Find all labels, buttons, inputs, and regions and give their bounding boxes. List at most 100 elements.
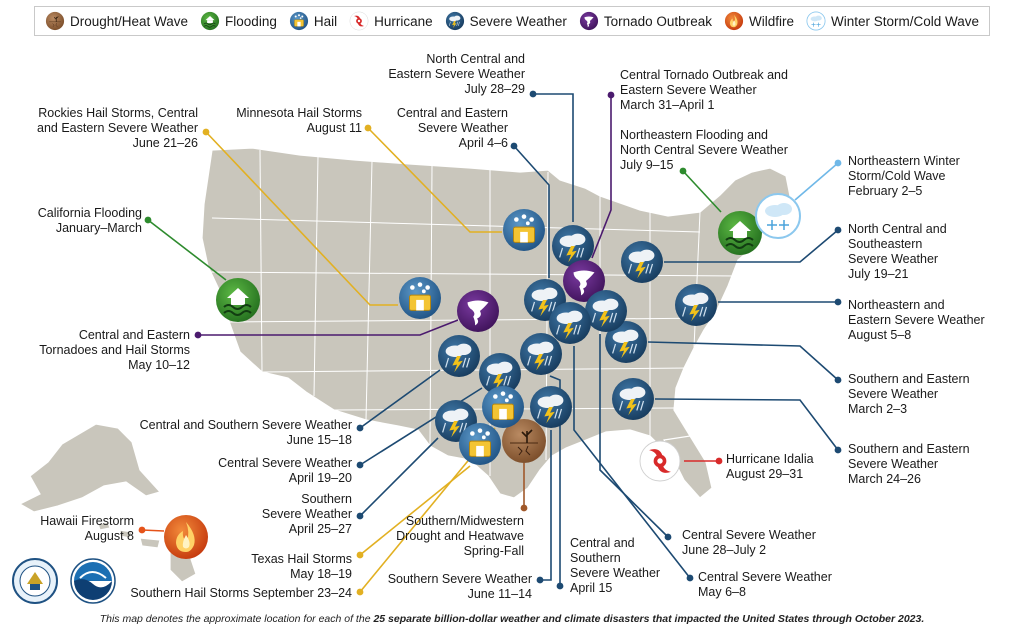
leader-dot-southern-and-eastern-severe-weather-march-24 [834,446,842,454]
winter-storm-icon [806,11,826,31]
event-label-line: and Eastern Severe Weather [37,121,198,135]
marker-central-severe-weather-june-july[interactable] [585,290,627,332]
leader-dot-northeastern-and-eastern-severe-weather [834,298,842,306]
leader-dot-central-severe-weather-may [686,574,694,582]
legend-label: Hail [313,13,338,29]
event-label-line: Severe Weather [417,121,508,135]
event-label-line: Central Severe Weather [218,456,352,470]
event-label-line: North Central and [426,52,525,66]
event-label-southern-hail-storms[interactable]: Southern Hail Storms September 23–24 [112,586,352,601]
leader-dot-north-central-and-eastern-severe-weather [529,90,537,98]
event-label-line: June 28–July 2 [682,543,767,557]
leader-dot-central-severe-weather-june-july [664,533,672,541]
marker-hawaii-firestorm[interactable] [164,515,208,559]
marker-central-and-eastern-tornadoes-and-hail-storms[interactable] [457,290,499,332]
event-label-line: April 25–27 [288,522,352,536]
event-label-line: Southern/Midwestern [405,514,524,528]
event-label-line: August 29–31 [726,467,804,481]
marker-northeastern-and-eastern-severe-weather[interactable] [675,284,717,326]
legend-item-tornado-outbreak: Tornado Outbreak [579,11,712,31]
marker-southern-severe-weather-june[interactable] [530,386,572,428]
leader-dot-minnesota-hail-storms [364,124,372,132]
legend-item-hurricane: Hurricane [349,11,433,31]
leader-dot-central-and-southern-severe-weather-april-15 [556,582,564,590]
marker-minnesota-hail-storms[interactable] [503,209,545,251]
marker-rockies-hail-storms-central-and-eastern-severe-weather[interactable] [399,277,441,319]
marker-north-central-and-eastern-severe-weather[interactable] [552,225,594,267]
event-label-line: Central Severe Weather [682,528,816,542]
marker-southern-midwestern-drought-and-heatwave[interactable] [502,419,546,463]
flooding-icon [200,11,220,31]
marker-central-and-eastern-severe-weather[interactable] [524,279,566,321]
event-label-line: Northeastern Flooding and [620,128,769,142]
marker-central-severe-weather-may[interactable] [549,302,591,344]
leader-line-central-severe-weather-may [573,346,691,579]
marker-hurricane-idalia[interactable] [639,440,681,482]
event-label-line: July 19–21 [848,267,909,281]
legend-label: Winter Storm/Cold Wave [830,13,979,29]
event-label-line: February 2–5 [848,184,923,198]
leader-line-southern-severe-weather-april [359,437,439,517]
marker-california-flooding[interactable] [216,278,260,322]
marker-north-central-and-southeastern-severe-weather[interactable] [621,241,663,283]
marker-texas-hail-storms[interactable] [459,423,501,465]
event-label-line: Southern Hail Storms September 23–24 [130,586,352,600]
event-label-line: Southeastern [848,237,923,251]
marker-northeastern-winter-storm-cold-wave[interactable] [755,193,801,239]
event-label-line: Northeastern Winter [848,154,960,168]
event-label-line: Drought and Heatwave [396,529,524,543]
marker-northeastern-flooding-and-north-central-severe-weather[interactable] [718,211,762,255]
event-label-line: August 11 [306,121,362,135]
marker-southern-hail-storms[interactable] [482,386,524,428]
marker-central-and-southern-severe-weather-april-15[interactable] [520,333,562,375]
marker-southern-and-eastern-severe-weather-march[interactable] [605,321,647,363]
event-label-line: Southern and Eastern [848,372,970,386]
event-label-line: Minnesota Hail Storms [236,106,362,120]
leader-dot-southern-midwestern-drought-and-heatwave [520,504,528,512]
drought-icon [45,11,65,31]
event-label-line: Southern [301,492,352,506]
event-label-line: May 10–12 [128,358,190,372]
leader-dot-central-and-eastern-severe-weather [510,142,518,150]
leader-line-north-central-and-eastern-severe-weather [533,93,574,222]
marker-central-and-southern-severe-weather[interactable] [438,335,480,377]
marker-southern-and-eastern-severe-weather-march-24[interactable] [612,378,654,420]
legend-item-severe-weather: Severe Weather [445,11,567,31]
event-label-line: April 4–6 [458,136,508,150]
marker-central-tornado-outbreak-and-eastern-severe-weather[interactable] [563,260,605,302]
event-label-line: July 9–15 [620,158,674,172]
event-label-line: Northeastern and [848,298,945,312]
event-label-line: January–March [55,221,142,235]
event-label-line: Severe Weather [570,566,661,580]
leader-dot-central-and-southern-severe-weather [356,424,364,432]
marker-central-severe-weather-april[interactable] [479,353,521,395]
event-label-line: June 15–18 [286,433,352,447]
legend-item-drought-heat-wave: Drought/Heat Wave [45,11,188,31]
hawaii-island-1 [97,521,111,531]
